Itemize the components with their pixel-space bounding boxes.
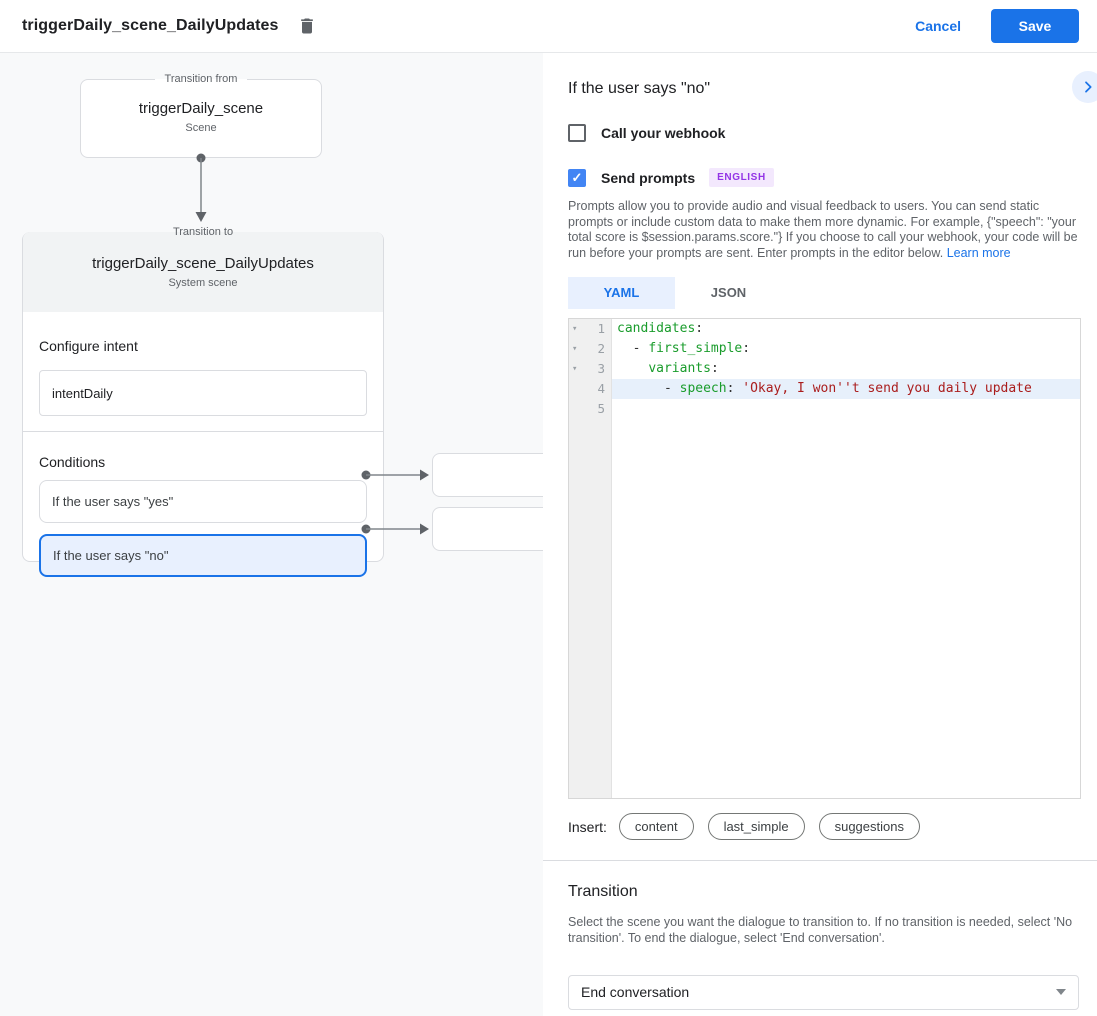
panel-divider: [543, 860, 1097, 862]
send-prompts-row: ✓ Send prompts ENGLISH: [568, 168, 1080, 187]
trash-icon: [300, 18, 313, 34]
condition-detail-panel: If the user says "no" Call your webhook …: [543, 53, 1097, 1016]
code-line[interactable]: [612, 399, 1080, 419]
gutter-line: ▾3: [569, 359, 611, 379]
send-prompts-label[interactable]: Send prompts: [601, 169, 696, 186]
condition-item[interactable]: If the user says "yes": [39, 480, 367, 523]
code-token: -: [617, 341, 649, 357]
gutter-line: 5: [569, 399, 611, 419]
insert-chips: content last_simple suggestions: [618, 813, 934, 841]
insert-chip-last_simple[interactable]: last_simple: [707, 813, 805, 841]
header-bar: triggerDaily_scene_DailyUpdates Cancel S…: [0, 0, 1097, 53]
code-token: first_simple: [648, 341, 743, 357]
save-button[interactable]: Save: [991, 9, 1079, 43]
code-token: candidates: [617, 321, 696, 337]
webhook-label[interactable]: Call your webhook: [601, 125, 726, 141]
transition-to-node[interactable]: Transition to triggerDaily_scene_DailyUp…: [22, 225, 384, 577]
prompts-description-text: Prompts allow you to provide audio and v…: [568, 199, 1078, 260]
chevron-right-icon: [1085, 81, 1092, 93]
intent-field[interactable]: intentDaily: [39, 370, 367, 416]
code-token: :: [710, 361, 719, 377]
insert-chip-content[interactable]: content: [618, 813, 694, 841]
delete-scene-button[interactable]: [295, 14, 319, 38]
code-token: -: [617, 381, 680, 397]
insert-label: Insert:: [568, 818, 607, 835]
configure-intent-label: Configure intent: [39, 338, 138, 354]
editor-tabs: YAML JSON: [568, 277, 1080, 310]
to-scene-subtitle: System scene: [168, 277, 238, 289]
code-line[interactable]: variants:: [612, 359, 1080, 379]
dropdown-caret-icon: [1056, 989, 1066, 996]
code-token: :: [695, 321, 704, 337]
fold-caret-icon[interactable]: ▾: [572, 364, 578, 375]
code-token: variants: [648, 361, 711, 377]
line-number: 2: [597, 341, 605, 357]
send-prompts-checkbox[interactable]: ✓: [568, 168, 586, 187]
code-token: :: [742, 341, 751, 357]
transition-to-label: Transition to: [172, 226, 234, 238]
code-line[interactable]: - speech: 'Okay, I won''t send you daily…: [612, 379, 1080, 400]
collapse-panel-button[interactable]: [1072, 71, 1097, 103]
gutter-line: ▾1: [569, 319, 611, 339]
from-scene-subtitle: Scene: [185, 122, 217, 134]
cancel-button[interactable]: Cancel: [915, 18, 961, 34]
fold-caret-icon[interactable]: ▾: [572, 324, 578, 335]
learn-more-link[interactable]: Learn more: [946, 245, 1011, 260]
condition-item[interactable]: If the user says "no": [39, 534, 367, 577]
code-token: 'Okay, I won''t send you daily update: [742, 381, 1032, 397]
condition-title: If the user says "no": [568, 80, 711, 97]
transition-select[interactable]: End conversation: [568, 974, 1079, 1010]
transition-from-label: Transition from: [164, 73, 238, 85]
tab-yaml[interactable]: YAML: [568, 277, 675, 310]
to-scene-header: triggerDaily_scene_DailyUpdates System s…: [23, 232, 383, 312]
code-token: [617, 361, 648, 376]
editor-code[interactable]: candidates: - first_simple: variants: - …: [612, 319, 1080, 798]
connector-condition-yes: [361, 469, 429, 481]
prompts-description: Prompts allow you to provide audio and v…: [568, 199, 1084, 261]
line-number: 4: [597, 381, 605, 397]
fold-caret-icon[interactable]: ▾: [572, 344, 578, 355]
conditions-label: Conditions: [39, 454, 106, 470]
connector-condition-no: [361, 523, 429, 535]
webhook-row: Call your webhook: [568, 124, 1080, 142]
scene-diagram-canvas: Transition from triggerDaily_scene Scene…: [0, 53, 543, 1016]
configure-intent-section: Configure intent intentDaily: [23, 312, 383, 431]
gutter-line: 4: [569, 379, 611, 399]
section-divider: [23, 431, 383, 432]
webhook-checkbox[interactable]: [568, 124, 586, 142]
insert-chip-suggestions[interactable]: suggestions: [818, 813, 920, 841]
line-number: 3: [597, 361, 605, 377]
code-line[interactable]: - first_simple:: [612, 339, 1080, 359]
tab-json[interactable]: JSON: [710, 285, 747, 301]
line-number: 5: [597, 401, 605, 417]
transition-from-node[interactable]: Transition from triggerDaily_scene Scene: [80, 72, 322, 158]
insert-row: Insert: content last_simple suggestions: [568, 813, 1080, 841]
transition-target-box-yes[interactable]: [432, 453, 543, 497]
transition-target-box-no[interactable]: [432, 507, 543, 551]
code-token: :: [726, 381, 743, 397]
code-token: speech: [679, 381, 727, 397]
transition-select-value: End conversation: [581, 984, 690, 1001]
conditions-list: If the user says "yes" If the user says "…: [39, 480, 367, 577]
transition-description: Select the scene you want the dialogue t…: [568, 915, 1073, 945]
to-scene-title: triggerDaily_scene_DailyUpdates: [92, 255, 314, 272]
connector-vertical-arrow: [195, 153, 207, 222]
transition-section-title: Transition: [568, 883, 638, 901]
line-number: 1: [597, 321, 605, 337]
conditions-section: Conditions If the user says "yes"If the …: [23, 432, 383, 581]
page-title: triggerDaily_scene_DailyUpdates: [22, 17, 279, 34]
gutter-line: ▾2: [569, 339, 611, 359]
code-line[interactable]: candidates:: [612, 319, 1080, 339]
from-scene-title: triggerDaily_scene: [138, 100, 264, 117]
language-badge: ENGLISH: [709, 168, 774, 187]
